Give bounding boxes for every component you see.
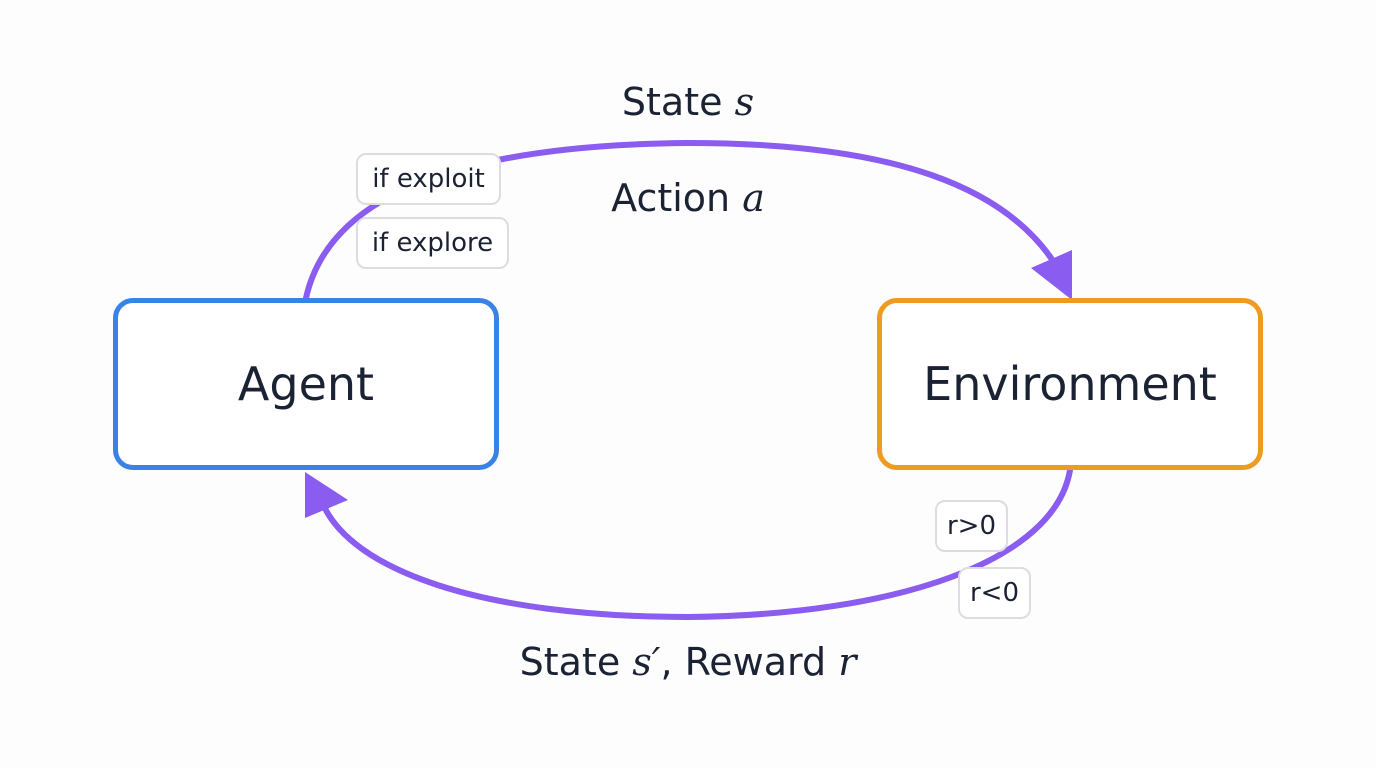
- feedback-arrowhead: [305, 472, 348, 518]
- action-label: Action a: [611, 176, 765, 220]
- reward-symbol: r: [838, 640, 857, 684]
- feedback-arrow-arc: [319, 467, 1073, 621]
- state-symbol: s: [734, 80, 755, 124]
- next-state-reward-label: State s′, Reward r: [520, 640, 857, 684]
- agent-node-label: Agent: [237, 357, 375, 411]
- agent-node: Agent: [113, 298, 499, 470]
- action-arrow-arc: [303, 139, 1063, 301]
- state-label: State s: [622, 80, 754, 124]
- state-label-text: State: [621, 80, 735, 124]
- environment-node-label: Environment: [923, 357, 1217, 411]
- reward-label-text: , Reward: [660, 640, 839, 684]
- next-state-label-text: State: [519, 640, 633, 684]
- negative-reward-chip: r<0: [958, 567, 1031, 619]
- action-symbol: a: [742, 176, 765, 220]
- action-arrowhead: [1031, 250, 1072, 300]
- action-label-text: Action: [611, 176, 743, 220]
- explore-chip: if explore: [356, 217, 509, 269]
- positive-reward-chip: r>0: [935, 500, 1008, 552]
- environment-node: Environment: [877, 298, 1263, 470]
- exploit-chip: if exploit: [356, 153, 501, 205]
- next-state-symbol: s′: [632, 640, 661, 684]
